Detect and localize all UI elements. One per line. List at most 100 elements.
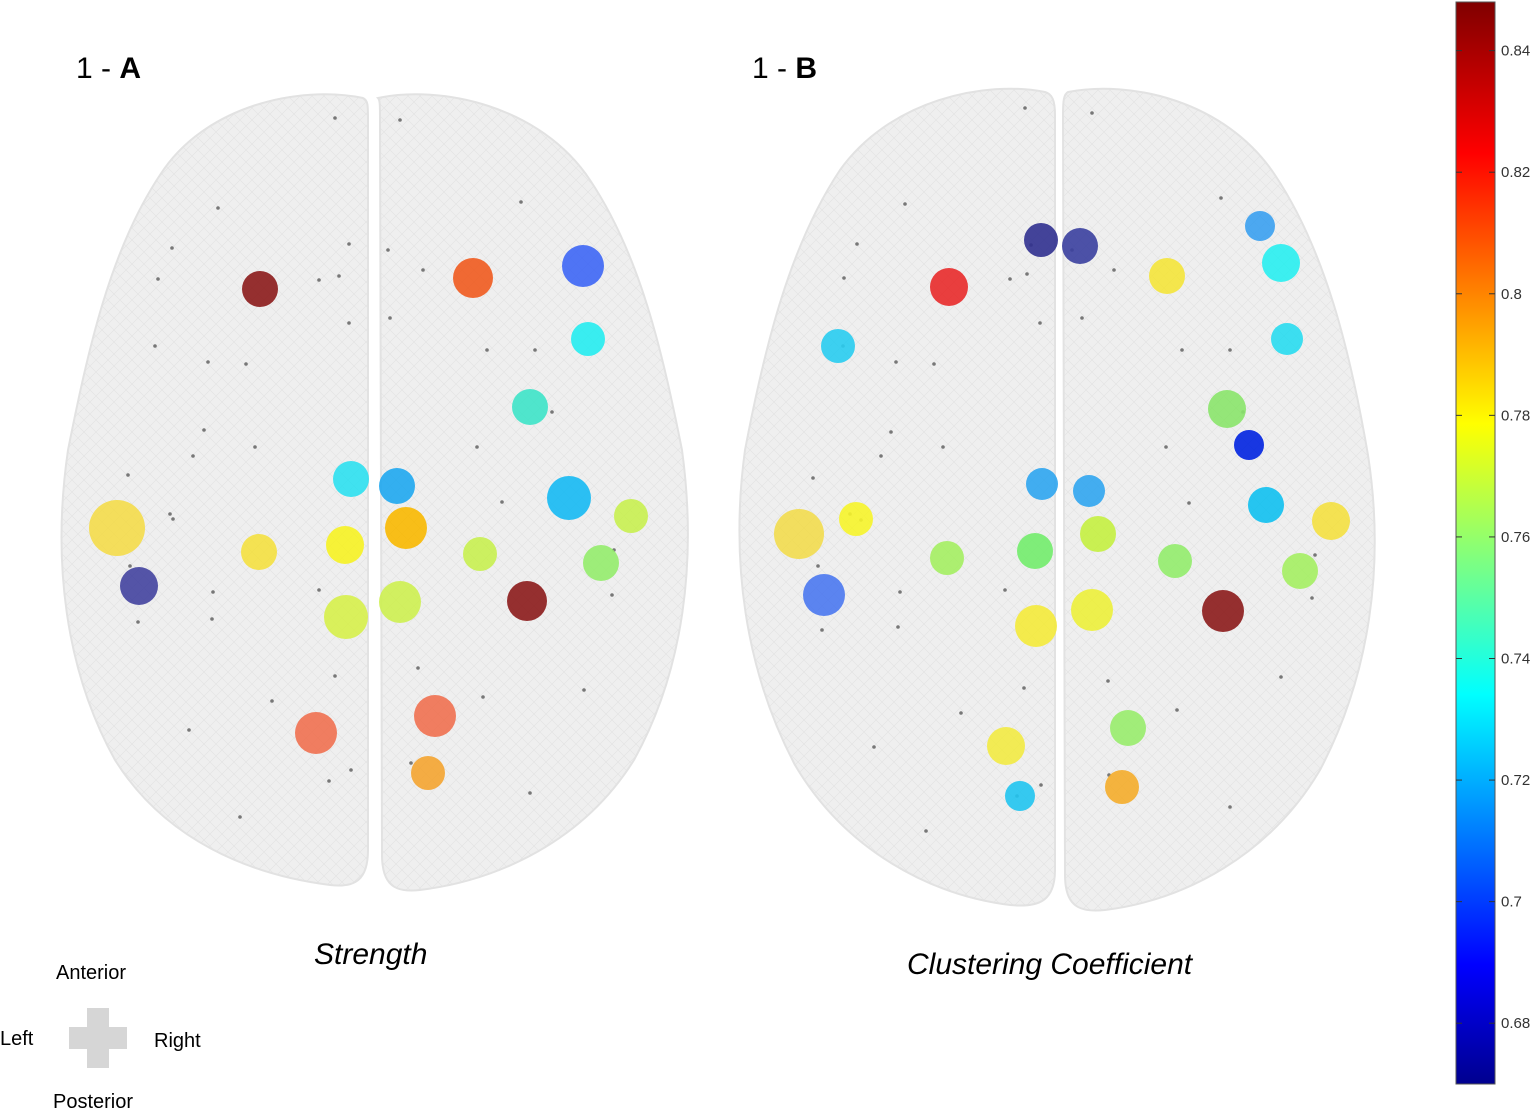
electrode-dot — [388, 316, 392, 320]
electrode-dot — [842, 276, 846, 280]
brain-node — [1282, 553, 1318, 589]
electrode-dot — [879, 454, 883, 458]
brain-node — [987, 727, 1025, 765]
compass-posterior-label: Posterior — [53, 1091, 134, 1113]
brain-node — [547, 476, 591, 520]
brain-node — [839, 502, 873, 536]
electrode-dot — [894, 360, 898, 364]
brain-node — [1080, 516, 1116, 552]
electrode-dot — [1025, 272, 1029, 276]
colorbar-tick-label: 0.72 — [1501, 772, 1530, 789]
electrode-dot — [187, 728, 191, 732]
electrode-dot — [811, 476, 815, 480]
electrode-dot — [1228, 348, 1232, 352]
brain-node — [453, 258, 493, 298]
brain-node — [930, 268, 968, 306]
brain-node — [1062, 228, 1098, 264]
electrode-dot — [1003, 588, 1007, 592]
electrode-dot — [941, 445, 945, 449]
electrode-dot — [156, 277, 160, 281]
electrode-dot — [238, 815, 242, 819]
electrode-dot — [416, 666, 420, 670]
electrode-dot — [1228, 805, 1232, 809]
electrode-dot — [253, 445, 257, 449]
electrode-dot — [136, 620, 140, 624]
brain-node — [1015, 605, 1057, 647]
electrode-dot — [317, 588, 321, 592]
electrode-dot — [347, 321, 351, 325]
panel-a-caption: Strength — [314, 938, 428, 971]
electrode-dot — [1080, 316, 1084, 320]
electrode-dot — [1310, 596, 1314, 600]
brain-node — [1073, 475, 1105, 507]
compass-right-label: Right — [154, 1030, 201, 1052]
colorbar-gradient — [1455, 1, 1496, 1085]
electrode-dot — [128, 564, 132, 568]
electrode-dot — [1038, 321, 1042, 325]
electrode-dot — [1008, 277, 1012, 281]
electrode-dot — [924, 829, 928, 833]
colorbar-tick-label: 0.7 — [1501, 894, 1522, 911]
electrode-dot — [610, 593, 614, 597]
electrode-dot — [582, 688, 586, 692]
electrode-dot — [820, 628, 824, 632]
brain-node — [562, 245, 604, 287]
brain-node — [1071, 589, 1113, 631]
brain-node — [614, 499, 648, 533]
brain-node — [583, 545, 619, 581]
electrode-dot — [533, 348, 537, 352]
compass-cross-horizontal — [69, 1027, 127, 1049]
electrode-dot — [337, 274, 341, 278]
electrode-dot — [211, 590, 215, 594]
electrode-dot — [959, 711, 963, 715]
brain-node — [1110, 710, 1146, 746]
brain-b — [738, 87, 1376, 912]
brain-node — [414, 695, 456, 737]
electrode-dot — [1279, 675, 1283, 679]
electrode-dot — [519, 200, 523, 204]
electrode-dot — [191, 454, 195, 458]
electrode-dot — [872, 745, 876, 749]
electrode-dot — [270, 699, 274, 703]
colorbar-tick-label: 0.74 — [1501, 650, 1530, 667]
electrode-dot — [398, 118, 402, 122]
brain-node — [1271, 323, 1303, 355]
brain-node — [930, 541, 964, 575]
brain-node — [324, 595, 368, 639]
electrode-dot — [500, 500, 504, 504]
electrode-dot — [333, 116, 337, 120]
brain-node — [1158, 544, 1192, 578]
electrode-dot — [126, 473, 130, 477]
brain-node — [512, 389, 548, 425]
brain-node — [295, 712, 337, 754]
electrode-dot — [244, 362, 248, 366]
brain-node — [379, 581, 421, 623]
electrode-dot — [903, 202, 907, 206]
electrode-dot — [168, 512, 172, 516]
electrode-dot — [1112, 268, 1116, 272]
colorbar: 0.680.70.720.740.760.780.80.820.84 — [1455, 1, 1530, 1085]
electrode-dot — [171, 517, 175, 521]
brain-node — [774, 509, 824, 559]
electrode-dot — [1187, 501, 1191, 505]
panel-b-label-prefix: 1 - — [752, 52, 796, 85]
brain-node — [411, 756, 445, 790]
electrode-dot — [1164, 445, 1168, 449]
electrode-dot — [1219, 196, 1223, 200]
electrode-dot — [327, 779, 331, 783]
electrode-dot — [1175, 708, 1179, 712]
electrode-dot — [1090, 111, 1094, 115]
electrode-dot — [550, 410, 554, 414]
compass-anterior-label: Anterior — [56, 962, 127, 984]
panel-b-label: 1 - B — [752, 52, 817, 86]
colorbar-tick-label: 0.68 — [1501, 1015, 1530, 1032]
electrode-dot — [1022, 686, 1026, 690]
brain-node — [1005, 781, 1035, 811]
electrode-dot — [347, 242, 351, 246]
panel-a-label: 1 - A — [76, 52, 141, 86]
electrode-dot — [210, 617, 214, 621]
compass-left-label: Left — [0, 1028, 34, 1050]
panel-b-letter: B — [795, 52, 818, 85]
electrode-dot — [855, 242, 859, 246]
brain-node — [1262, 244, 1300, 282]
